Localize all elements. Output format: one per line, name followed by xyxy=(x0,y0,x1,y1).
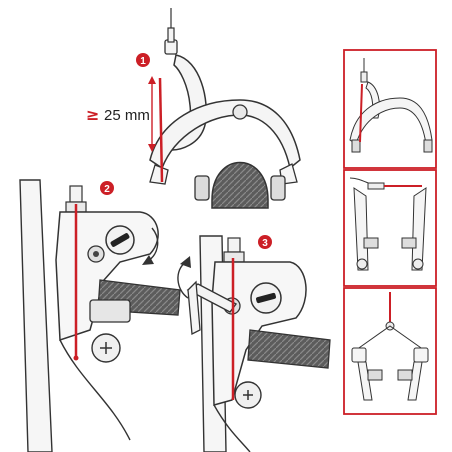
step-3-badge: 3 xyxy=(258,235,272,249)
svg-text:3: 3 xyxy=(262,238,268,249)
side-panel-road-caliper xyxy=(343,49,437,169)
measurement-label: 25 mm xyxy=(104,107,150,124)
step-2-illustration xyxy=(19,179,181,452)
step-3-illustration xyxy=(177,235,331,452)
greater-equal-symbol: ≥ xyxy=(86,105,99,124)
step-2-badge: 2 xyxy=(100,181,114,195)
side-panel-cantilever xyxy=(343,287,437,415)
svg-text:1: 1 xyxy=(140,56,146,67)
svg-text:2: 2 xyxy=(104,184,110,195)
step-1-badge: 1 xyxy=(136,53,150,67)
step-1-caliper-illustration xyxy=(148,8,301,209)
side-panel-v-brake xyxy=(343,169,437,287)
